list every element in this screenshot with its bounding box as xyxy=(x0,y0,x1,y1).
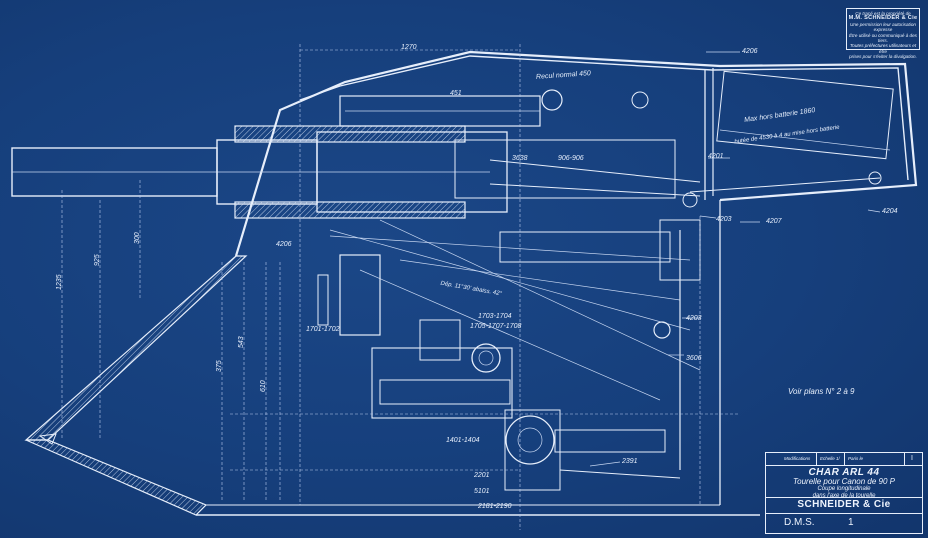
title-block-main: CHAR ARL 44 Tourelle pour Canon de 90 P … xyxy=(766,465,922,499)
callout-1701: 1701-1702 xyxy=(306,326,340,333)
callout-4203-lower: 4203 xyxy=(686,315,702,322)
callout-4204: 4204 xyxy=(882,208,898,215)
front-armor-plate xyxy=(24,255,248,516)
turret-shell xyxy=(234,50,918,257)
title-block: Modifications Echelle 1/ Paris le I CHAR… xyxy=(765,452,923,534)
callout-5101: 5101 xyxy=(474,488,490,495)
dim-v-925: 925 xyxy=(94,254,101,266)
dim-label-top: 1270 xyxy=(401,44,417,51)
dim-v-375: 375 xyxy=(216,360,223,372)
callout-451: 451 xyxy=(450,90,462,97)
notice-line-3: Être utilisé ou communiqué à des tiers. xyxy=(849,32,917,44)
reference-number: 1 xyxy=(848,517,854,528)
callout-leaders xyxy=(589,51,881,467)
drawing-title: CHAR ARL 44 xyxy=(808,467,880,478)
sheet-index: I xyxy=(911,455,913,462)
ownership-notice: Ce tracé est la propriété de M.M. SCHNEI… xyxy=(846,8,920,59)
modifications-label: Modifications xyxy=(784,456,811,461)
notice-line-2: Une permission leur autorisation express… xyxy=(850,21,916,33)
drawing-description-1: Coupe longitudinale xyxy=(817,486,871,492)
callout-1705: 1705-1707-1708 xyxy=(470,323,522,330)
dim-v-300: 300 xyxy=(134,232,141,244)
see-plans-note: Voir plans N° 2 à 9 xyxy=(788,387,855,396)
callout-3606: 3606 xyxy=(686,355,702,362)
gun-barrel xyxy=(11,125,701,219)
reference-code: D.M.S. xyxy=(784,517,815,528)
notice-brand: M.M. SCHNEIDER & Cie xyxy=(848,15,918,22)
page-label: Paris le xyxy=(848,456,864,461)
callout-4206-left: 4206 xyxy=(276,241,292,248)
dim-v-543: 543 xyxy=(238,336,245,348)
drawing-subtitle: Tourelle pour Canon de 90 P xyxy=(793,477,895,486)
notice-line-1: Ce tracé est la propriété de xyxy=(855,11,911,16)
callout-4201: 4201 xyxy=(708,153,724,160)
callout-2181: 2181-2190 xyxy=(478,503,512,510)
drawing-reference: D.M.S. 1 xyxy=(766,513,922,533)
hull-floor xyxy=(196,200,760,516)
callout-1401: 1401-1404 xyxy=(446,437,480,444)
callout-3638: 3638 xyxy=(512,155,528,162)
callout-4207: 4207 xyxy=(766,218,782,225)
notice-line-5: prises pour s'éviter la divulgation. xyxy=(849,54,917,60)
company-name: SCHNEIDER & Cie xyxy=(766,497,922,514)
callout-2201: 2201 xyxy=(474,472,490,479)
drawing-description-2: dans l'axe de la tourelle xyxy=(812,492,876,499)
scale-label: Echelle 1/ xyxy=(820,456,840,461)
callout-4206-top: 4206 xyxy=(742,48,758,55)
recoil-cylinders xyxy=(339,70,894,208)
dim-v-1235: 1235 xyxy=(56,274,63,290)
dimension-lines xyxy=(61,44,740,530)
dim-v-610: 610 xyxy=(260,380,267,392)
callout-4203-upper: 4203 xyxy=(716,216,732,223)
title-block-header-row: Modifications Echelle 1/ Paris le I xyxy=(766,453,922,466)
elevation-arcs xyxy=(329,219,701,470)
callout-2391: 2391 xyxy=(622,458,638,465)
notice-line-4: Toutes préfectures utilisateurs et être xyxy=(849,43,917,54)
callout-1703: 1703-1704 xyxy=(478,313,512,320)
gearbox-assembly xyxy=(317,254,681,491)
callout-906: 906-906 xyxy=(558,155,584,162)
